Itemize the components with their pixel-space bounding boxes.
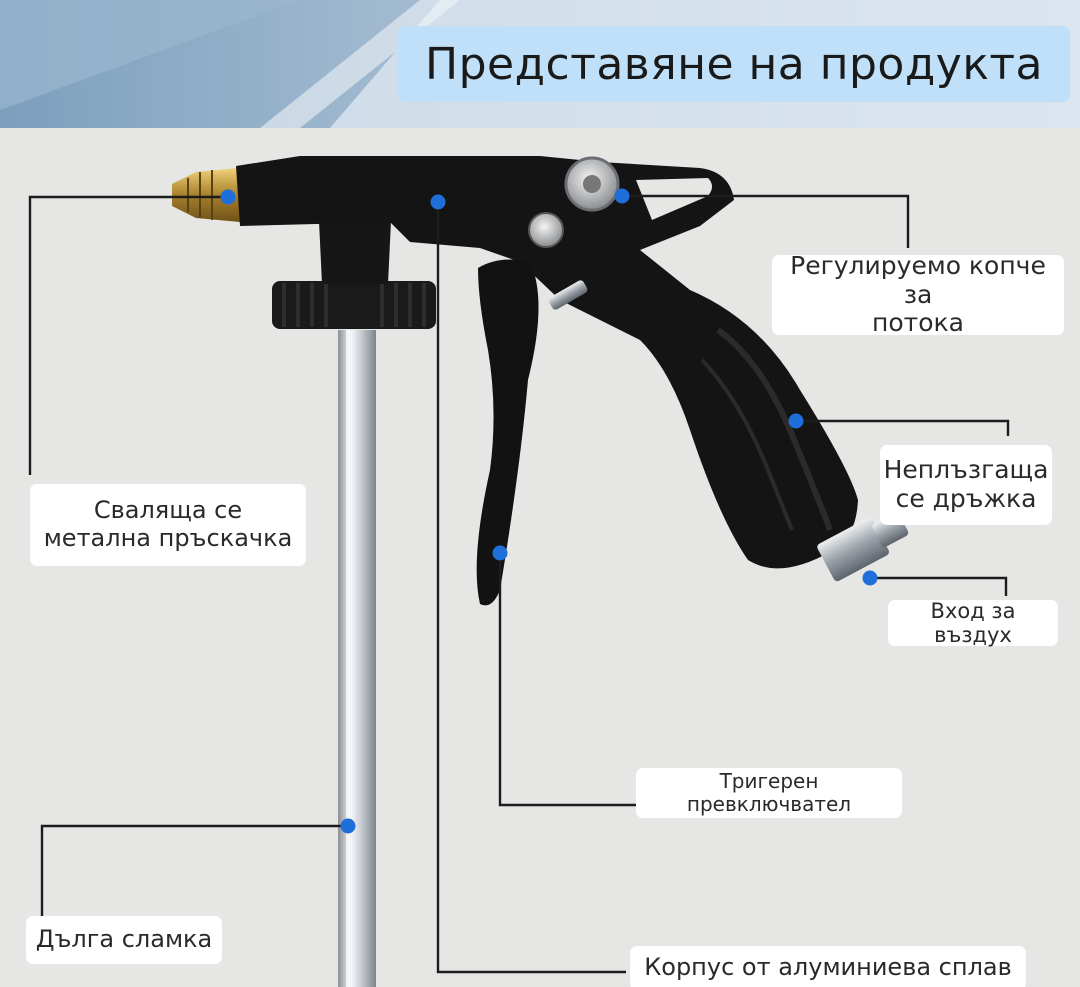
label-body: Корпус от алуминиева сплав xyxy=(630,946,1026,987)
leader-lines xyxy=(28,194,1010,974)
trigger-lever xyxy=(476,259,539,606)
label-flow-knob: Регулируемо копче за потока xyxy=(772,251,1064,337)
dot-body xyxy=(430,194,446,210)
gun-body xyxy=(236,156,858,569)
label-trigger: Тригерен превключвател xyxy=(636,768,902,818)
marker-dots xyxy=(220,188,878,834)
label-nozzle: Сваляща се метална пръскачка xyxy=(30,484,306,566)
title-box: Представяне на продукта xyxy=(398,26,1070,102)
dot-knob xyxy=(614,188,630,204)
label-straw: Дълга сламка xyxy=(26,916,222,964)
page-title: Представяне на продукта xyxy=(425,38,1043,90)
label-air-inlet: Вход за въздух xyxy=(888,599,1058,647)
straw-tube xyxy=(338,330,376,987)
label-grip: Неплъзгаща се дръжка xyxy=(880,445,1052,525)
dot-straw xyxy=(340,818,356,834)
dot-nozzle xyxy=(220,189,236,205)
dot-grip xyxy=(788,413,804,429)
dot-trigger xyxy=(492,545,508,561)
dot-inlet xyxy=(862,570,878,586)
